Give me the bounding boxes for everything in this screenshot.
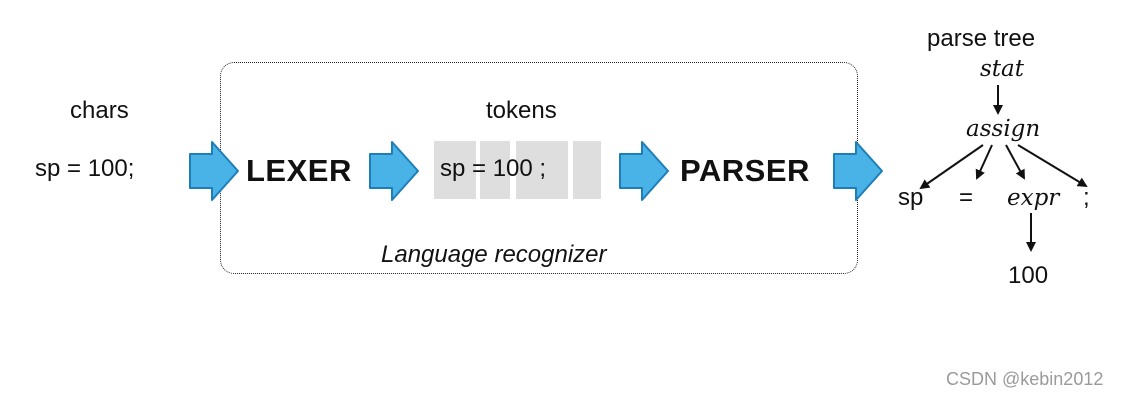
- recognizer-label: Language recognizer: [381, 241, 607, 268]
- tree-node-100: 100: [1008, 262, 1049, 289]
- arrow-to-lexer-icon: [189, 141, 239, 201]
- parser-label: PARSER: [680, 153, 810, 188]
- chars-label: chars: [70, 97, 129, 124]
- edge-assign-sp: [919, 144, 984, 190]
- edge-assign-semi: [1017, 144, 1088, 188]
- arrow-to-tokens-icon: [369, 141, 419, 201]
- token-text: sp = 100 ;: [440, 155, 547, 182]
- tree-node-semi: ;: [1083, 184, 1090, 211]
- token-box: [516, 141, 568, 199]
- tree-node-sp: sp: [898, 184, 924, 211]
- watermark: CSDN @kebin2012: [946, 369, 1104, 389]
- tree-node-stat: stat: [980, 56, 1025, 82]
- parse-tree-label: parse tree: [927, 25, 1036, 52]
- edge-assign-eq: [975, 144, 993, 180]
- tree-node-assign: assign: [966, 116, 1041, 142]
- tree-node-eq: =: [959, 184, 974, 211]
- token-box: [434, 141, 476, 199]
- tree-node-expr: expr: [1007, 185, 1060, 211]
- arrow-to-tree-icon: [833, 141, 883, 201]
- edge-assign-expr: [1005, 144, 1025, 180]
- token-box: [480, 141, 510, 199]
- tokens-label: tokens: [486, 97, 557, 124]
- token-box: [573, 141, 601, 199]
- input-text: sp = 100;: [35, 155, 135, 182]
- arrow-to-parser-icon: [619, 141, 669, 201]
- lexer-label: LEXER: [246, 153, 352, 188]
